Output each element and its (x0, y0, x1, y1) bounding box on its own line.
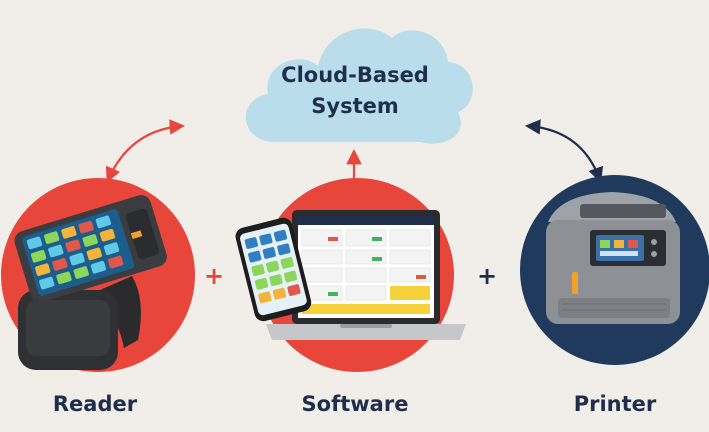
plus-sign-left: + (204, 262, 225, 290)
software-node (235, 178, 466, 372)
printer-node (520, 175, 709, 365)
arrow-printer-cloud (524, 119, 604, 183)
printer-label: Printer (573, 392, 657, 416)
cloud-label-line-2: System (311, 94, 399, 118)
laptop-icon (235, 210, 466, 340)
cloud-label-line-1: Cloud-Based (281, 63, 429, 87)
reader-node (1, 178, 195, 372)
rfid-reader-icon (14, 195, 167, 370)
reader-label: Reader (52, 392, 138, 416)
arrow-reader-cloud (105, 119, 186, 183)
software-label: Software (301, 392, 409, 416)
plus-sign-right: + (477, 262, 498, 290)
cloud-label: Cloud-Based System (255, 60, 455, 122)
label-printer-icon (546, 192, 680, 324)
cloud-shape (245, 28, 473, 144)
